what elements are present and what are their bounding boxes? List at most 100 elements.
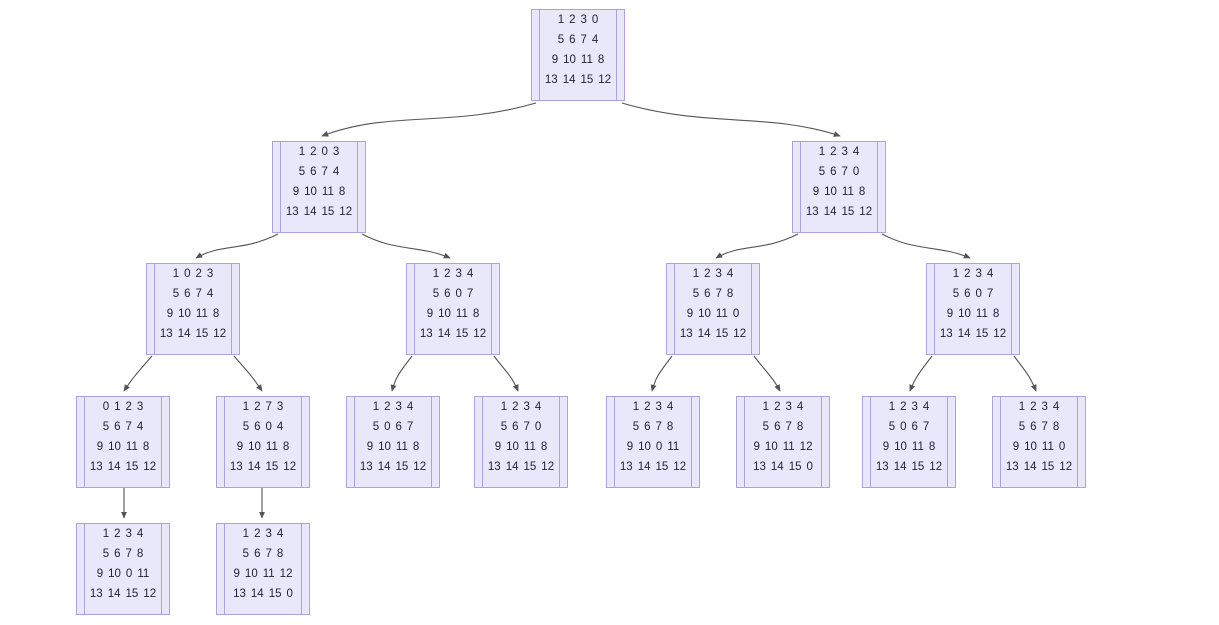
puzzle-cell: 15 [911, 461, 925, 473]
puzzle-cell: 3 [276, 401, 284, 413]
puzzle-cell: 15 [455, 328, 469, 340]
puzzle-cell: 7 [986, 288, 994, 300]
puzzle-cell: 2 [1030, 401, 1037, 413]
puzzle-cell: 13 [229, 461, 243, 473]
puzzle-cell: 3 [1041, 401, 1048, 413]
puzzle-cell: 3 [715, 268, 722, 280]
puzzle-cell: 11 [782, 441, 795, 453]
puzzle-cell: 1 [762, 401, 770, 413]
puzzle-cell: 8 [282, 441, 290, 453]
tree-edge [123, 355, 153, 392]
puzzle-cell: 12 [859, 206, 873, 218]
puzzle-cell: 8 [136, 548, 144, 560]
puzzle-cell: 3 [136, 401, 144, 413]
puzzle-cell: 15 [268, 588, 282, 600]
puzzle-cell: 14 [107, 588, 121, 600]
puzzle-cell: 3 [206, 268, 214, 280]
puzzle-cell: 6 [395, 421, 402, 433]
puzzle-cell: 13 [487, 461, 501, 473]
puzzle-cell: 11 [455, 308, 468, 320]
puzzle-cell: 12 [993, 328, 1007, 340]
puzzle-cell: 1 [172, 268, 180, 280]
puzzle-cell: 10 [244, 568, 258, 580]
puzzle-cell: 12 [339, 206, 353, 218]
puzzle-cell: 12 [279, 568, 293, 580]
puzzle-cell: 0 [975, 288, 982, 300]
puzzle-cell: 4 [136, 421, 144, 433]
puzzle-cell: 12 [213, 328, 227, 340]
tree-edge [621, 102, 841, 137]
puzzle-cell: 7 [841, 166, 848, 178]
puzzle-cell: 4 [466, 268, 474, 280]
puzzle-cell: 11 [395, 441, 408, 453]
puzzle-cell: 15 [265, 461, 279, 473]
puzzle-cell: 2 [704, 268, 711, 280]
tree-edge [881, 233, 971, 259]
puzzle-cell: 9 [882, 441, 890, 453]
puzzle-cell: 7 [1041, 421, 1048, 433]
puzzle-cell: 11 [1041, 441, 1054, 453]
puzzle-cell: 9 [626, 441, 634, 453]
puzzle-cell: 5 [102, 421, 110, 433]
puzzle-cell: 0 [184, 268, 191, 280]
puzzle-cell: 2 [569, 14, 576, 26]
puzzle-cell: 15 [655, 461, 669, 473]
puzzle-cell: 1 [818, 146, 826, 158]
puzzle-cell: 12 [799, 441, 813, 453]
puzzle-cell: 3 [911, 401, 918, 413]
puzzle-cell: 11 [580, 54, 593, 66]
puzzle-cell: 1 [102, 528, 110, 540]
puzzle-cell: 4 [276, 421, 284, 433]
tree-edge [390, 355, 413, 392]
puzzle-cell: 7 [922, 421, 930, 433]
puzzle-cell: 14 [437, 328, 451, 340]
puzzle-cell: 14 [957, 328, 971, 340]
puzzle-cell: 8 [276, 548, 284, 560]
puzzle-cell: 10 [764, 441, 778, 453]
puzzle-cell: 1 [500, 401, 508, 413]
puzzle-cell: 1 [1018, 401, 1026, 413]
puzzle-cell: 14 [505, 461, 519, 473]
